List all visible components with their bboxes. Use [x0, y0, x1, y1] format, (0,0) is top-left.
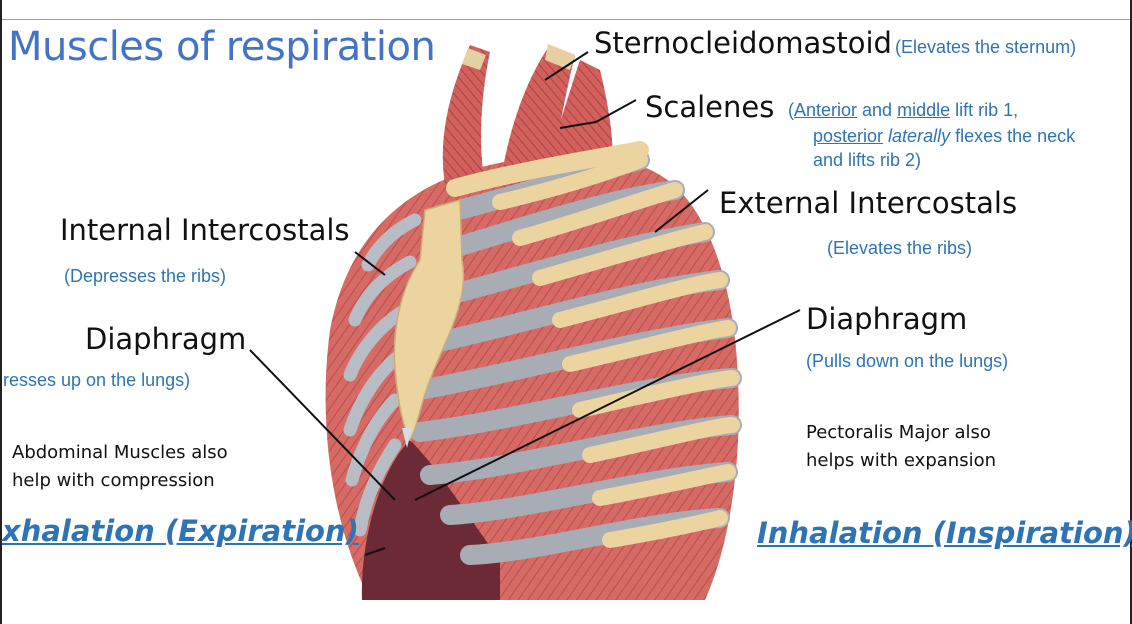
internal-intercostals-note: (Depresses the ribs): [64, 266, 227, 286]
pectoralis-note-line2: helps with expansion: [806, 450, 996, 471]
abdominal-note-line2: help with compression: [12, 470, 215, 491]
neck-tendon-left: [462, 48, 486, 70]
sternocleidomastoid-label: Sternocleidomastoid: [594, 26, 892, 60]
abdominal-note-line1: Abdominal Muscles also: [12, 442, 228, 463]
diaphragm-left-note: resses up on the lungs): [3, 370, 191, 390]
exhalation-heading: xhalation (Expiration): [2, 514, 359, 548]
external-intercostals-note: (Elevates the ribs): [827, 238, 973, 258]
neck-tendon-right: [545, 44, 575, 70]
external-intercostals-label: External Intercostals: [719, 186, 1018, 220]
sternum: [393, 199, 465, 442]
scalenes-note-line1: (Anterior and middle lift rib 1,: [788, 100, 1019, 120]
inhalation-heading: Inhalation (Inspiration): [757, 516, 1132, 550]
clavicle: [446, 141, 649, 197]
sternocleidomastoid-note: (Elevates the sternum): [895, 37, 1077, 57]
pectoralis-note-line1: Pectoralis Major also: [806, 422, 991, 443]
diaphragm-right-label: Diaphragm: [806, 302, 968, 336]
leader-lines: [249, 51, 801, 556]
page-title: Muscles of respiration: [8, 24, 436, 70]
sternocleidomastoid-muscle: [442, 45, 490, 190]
scalenes-note-line2: posterior laterally flexes the neck: [813, 126, 1076, 146]
diaphragm-right-note: (Pulls down on the lungs): [806, 351, 1009, 371]
diaphragm-left-label: Diaphragm: [85, 322, 247, 356]
frame-top-line: [2, 19, 1130, 20]
scalenes-note-line3: and lifts rib 2): [813, 150, 922, 170]
sternocleidomastoid-muscle-right: [500, 45, 575, 195]
frame-left-border: [0, 0, 2, 624]
frame-right-border: [1130, 0, 1132, 624]
scalenes-label: Scalenes: [645, 90, 775, 124]
internal-intercostals-label: Internal Intercostals: [60, 213, 350, 247]
xiphoid-process: [402, 428, 412, 448]
